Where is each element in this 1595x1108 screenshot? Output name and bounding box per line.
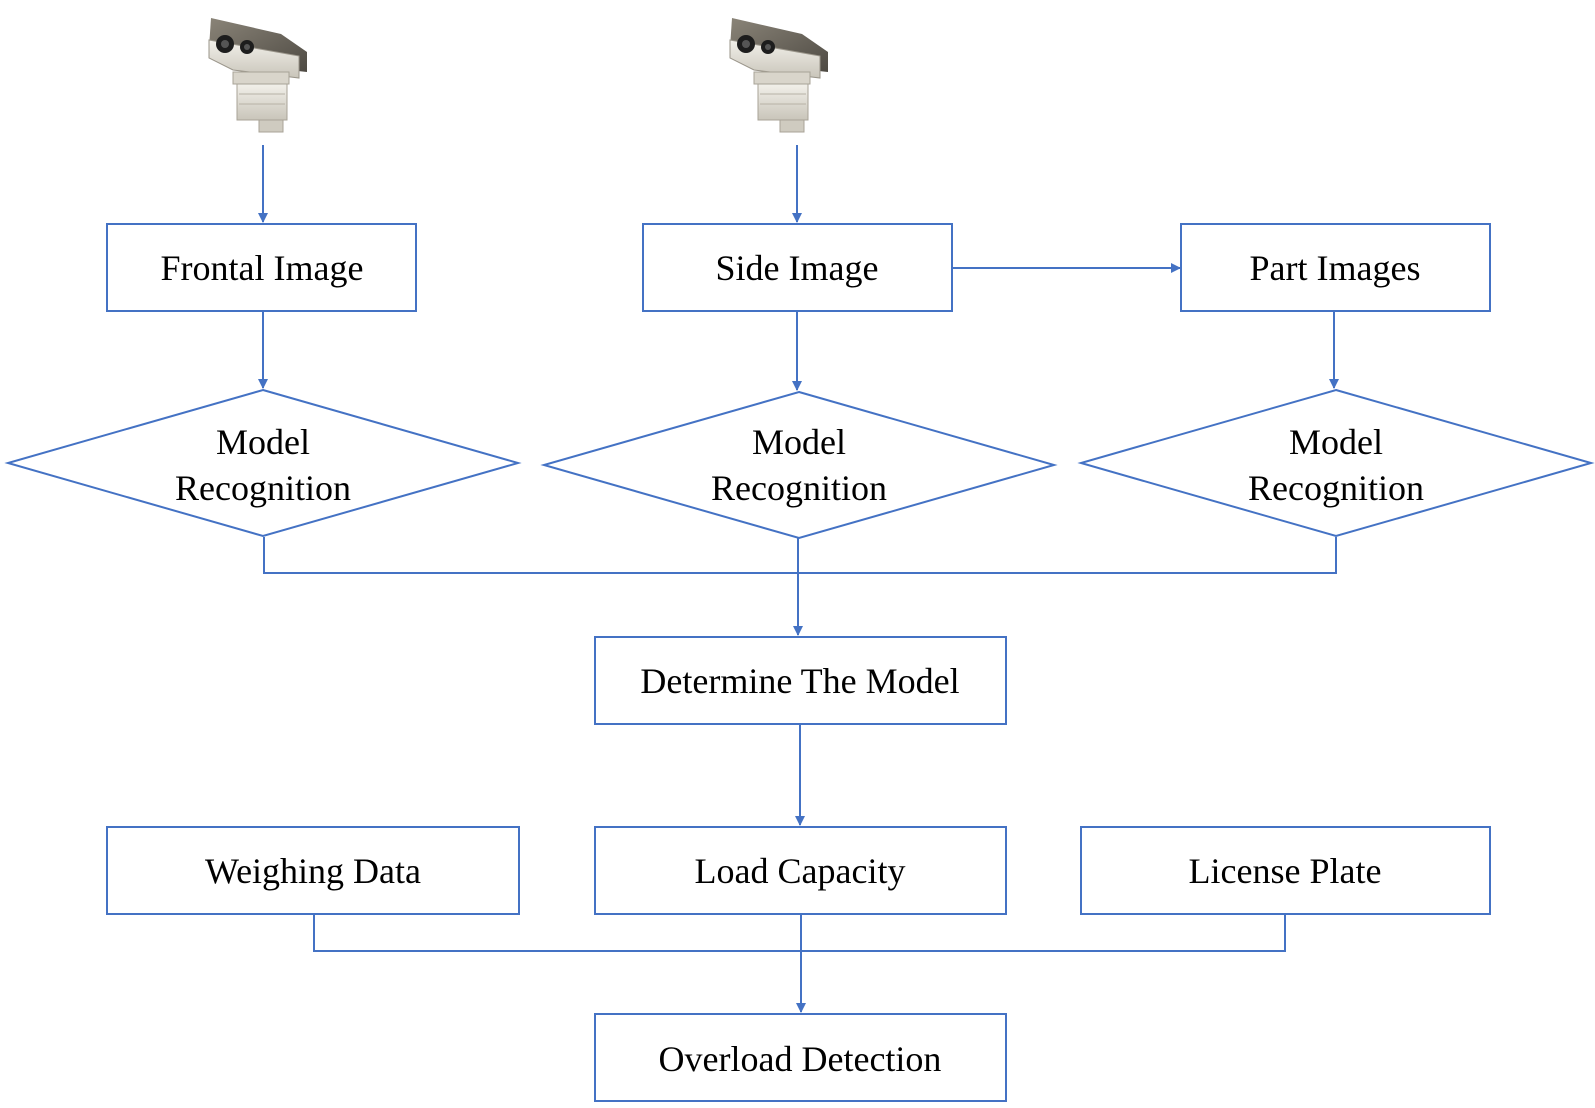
determine-model-label: Determine The Model — [640, 661, 959, 701]
camera-center-icon — [729, 18, 828, 133]
frontal-image-label: Frontal Image — [161, 248, 364, 288]
overload-detection-box: Overload Detection — [594, 1013, 1007, 1102]
diamond-3-line2: Recognition — [1248, 468, 1424, 508]
model-recognition-diamond-3: Model Recognition — [1077, 388, 1595, 538]
model-recognition-diamond-2: Model Recognition — [540, 390, 1058, 540]
diamond-3-line1: Model — [1289, 422, 1383, 462]
license-plate-label: License Plate — [1189, 851, 1382, 891]
load-capacity-box: Load Capacity — [594, 826, 1007, 915]
frontal-image-box: Frontal Image — [106, 223, 417, 312]
load-capacity-label: Load Capacity — [695, 851, 906, 891]
connectors — [258, 145, 1339, 1013]
determine-model-box: Determine The Model — [594, 636, 1007, 725]
side-image-label: Side Image — [716, 248, 879, 288]
diamond-1-line1: Model — [216, 422, 310, 462]
side-image-box: Side Image — [642, 223, 953, 312]
overload-detection-label: Overload Detection — [659, 1039, 942, 1079]
merge-inputs-line — [313, 913, 1286, 952]
part-images-box: Part Images — [1180, 223, 1491, 312]
license-plate-box: License Plate — [1080, 826, 1491, 915]
weighing-data-label: Weighing Data — [205, 851, 421, 891]
diamond-2-line2: Recognition — [711, 468, 887, 508]
merge-recognitions-line — [263, 537, 1337, 574]
diamond-1-line2: Recognition — [175, 468, 351, 508]
diamond-2-line1: Model — [752, 422, 846, 462]
part-images-label: Part Images — [1250, 248, 1421, 288]
model-recognition-diamond-1: Model Recognition — [4, 388, 522, 538]
camera-left-icon — [208, 18, 307, 133]
weighing-data-box: Weighing Data — [106, 826, 520, 915]
